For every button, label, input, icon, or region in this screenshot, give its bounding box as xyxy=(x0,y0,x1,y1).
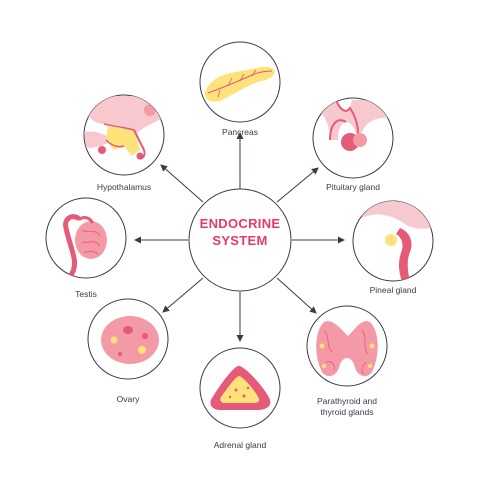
hypothalamus-icon xyxy=(83,94,165,176)
label-pineal: Pineal gland xyxy=(369,285,417,295)
label-thyroid-line2: thyroid glands xyxy=(320,407,374,417)
label-adrenal: Adrenal gland xyxy=(213,440,267,450)
label-pancreas: Pancreas xyxy=(222,127,258,137)
testis-icon xyxy=(45,197,127,279)
label-thyroid-line1: Parathyroid and xyxy=(316,396,377,406)
arrow-to-hypothalamus xyxy=(160,164,204,203)
center-title-line1: ENDOCRINE xyxy=(199,216,281,231)
label-hypothalamus: Hypothalamus xyxy=(96,182,152,192)
pituitary-gland-icon xyxy=(312,97,394,179)
label-pituitary: Pituitary gland xyxy=(326,182,380,192)
ovary-icon xyxy=(87,298,169,380)
thyroid-gland-icon xyxy=(306,305,388,387)
center-title: ENDOCRINE SYSTEM xyxy=(190,215,290,249)
center-title-line2: SYSTEM xyxy=(212,233,268,248)
label-ovary: Ovary xyxy=(116,394,140,404)
connector-arrows xyxy=(134,132,345,342)
label-testis: Testis xyxy=(75,289,97,299)
arrow-to-thyroid xyxy=(276,277,317,314)
arrow-to-pituitary xyxy=(276,167,319,203)
label-thyroid: Parathyroid and thyroid glands xyxy=(297,396,397,418)
center-circle xyxy=(188,188,292,292)
pineal-gland-icon xyxy=(352,200,434,282)
pancreas-icon xyxy=(199,41,281,123)
arrow-to-ovary xyxy=(162,277,204,313)
adrenal-gland-icon xyxy=(199,347,281,429)
